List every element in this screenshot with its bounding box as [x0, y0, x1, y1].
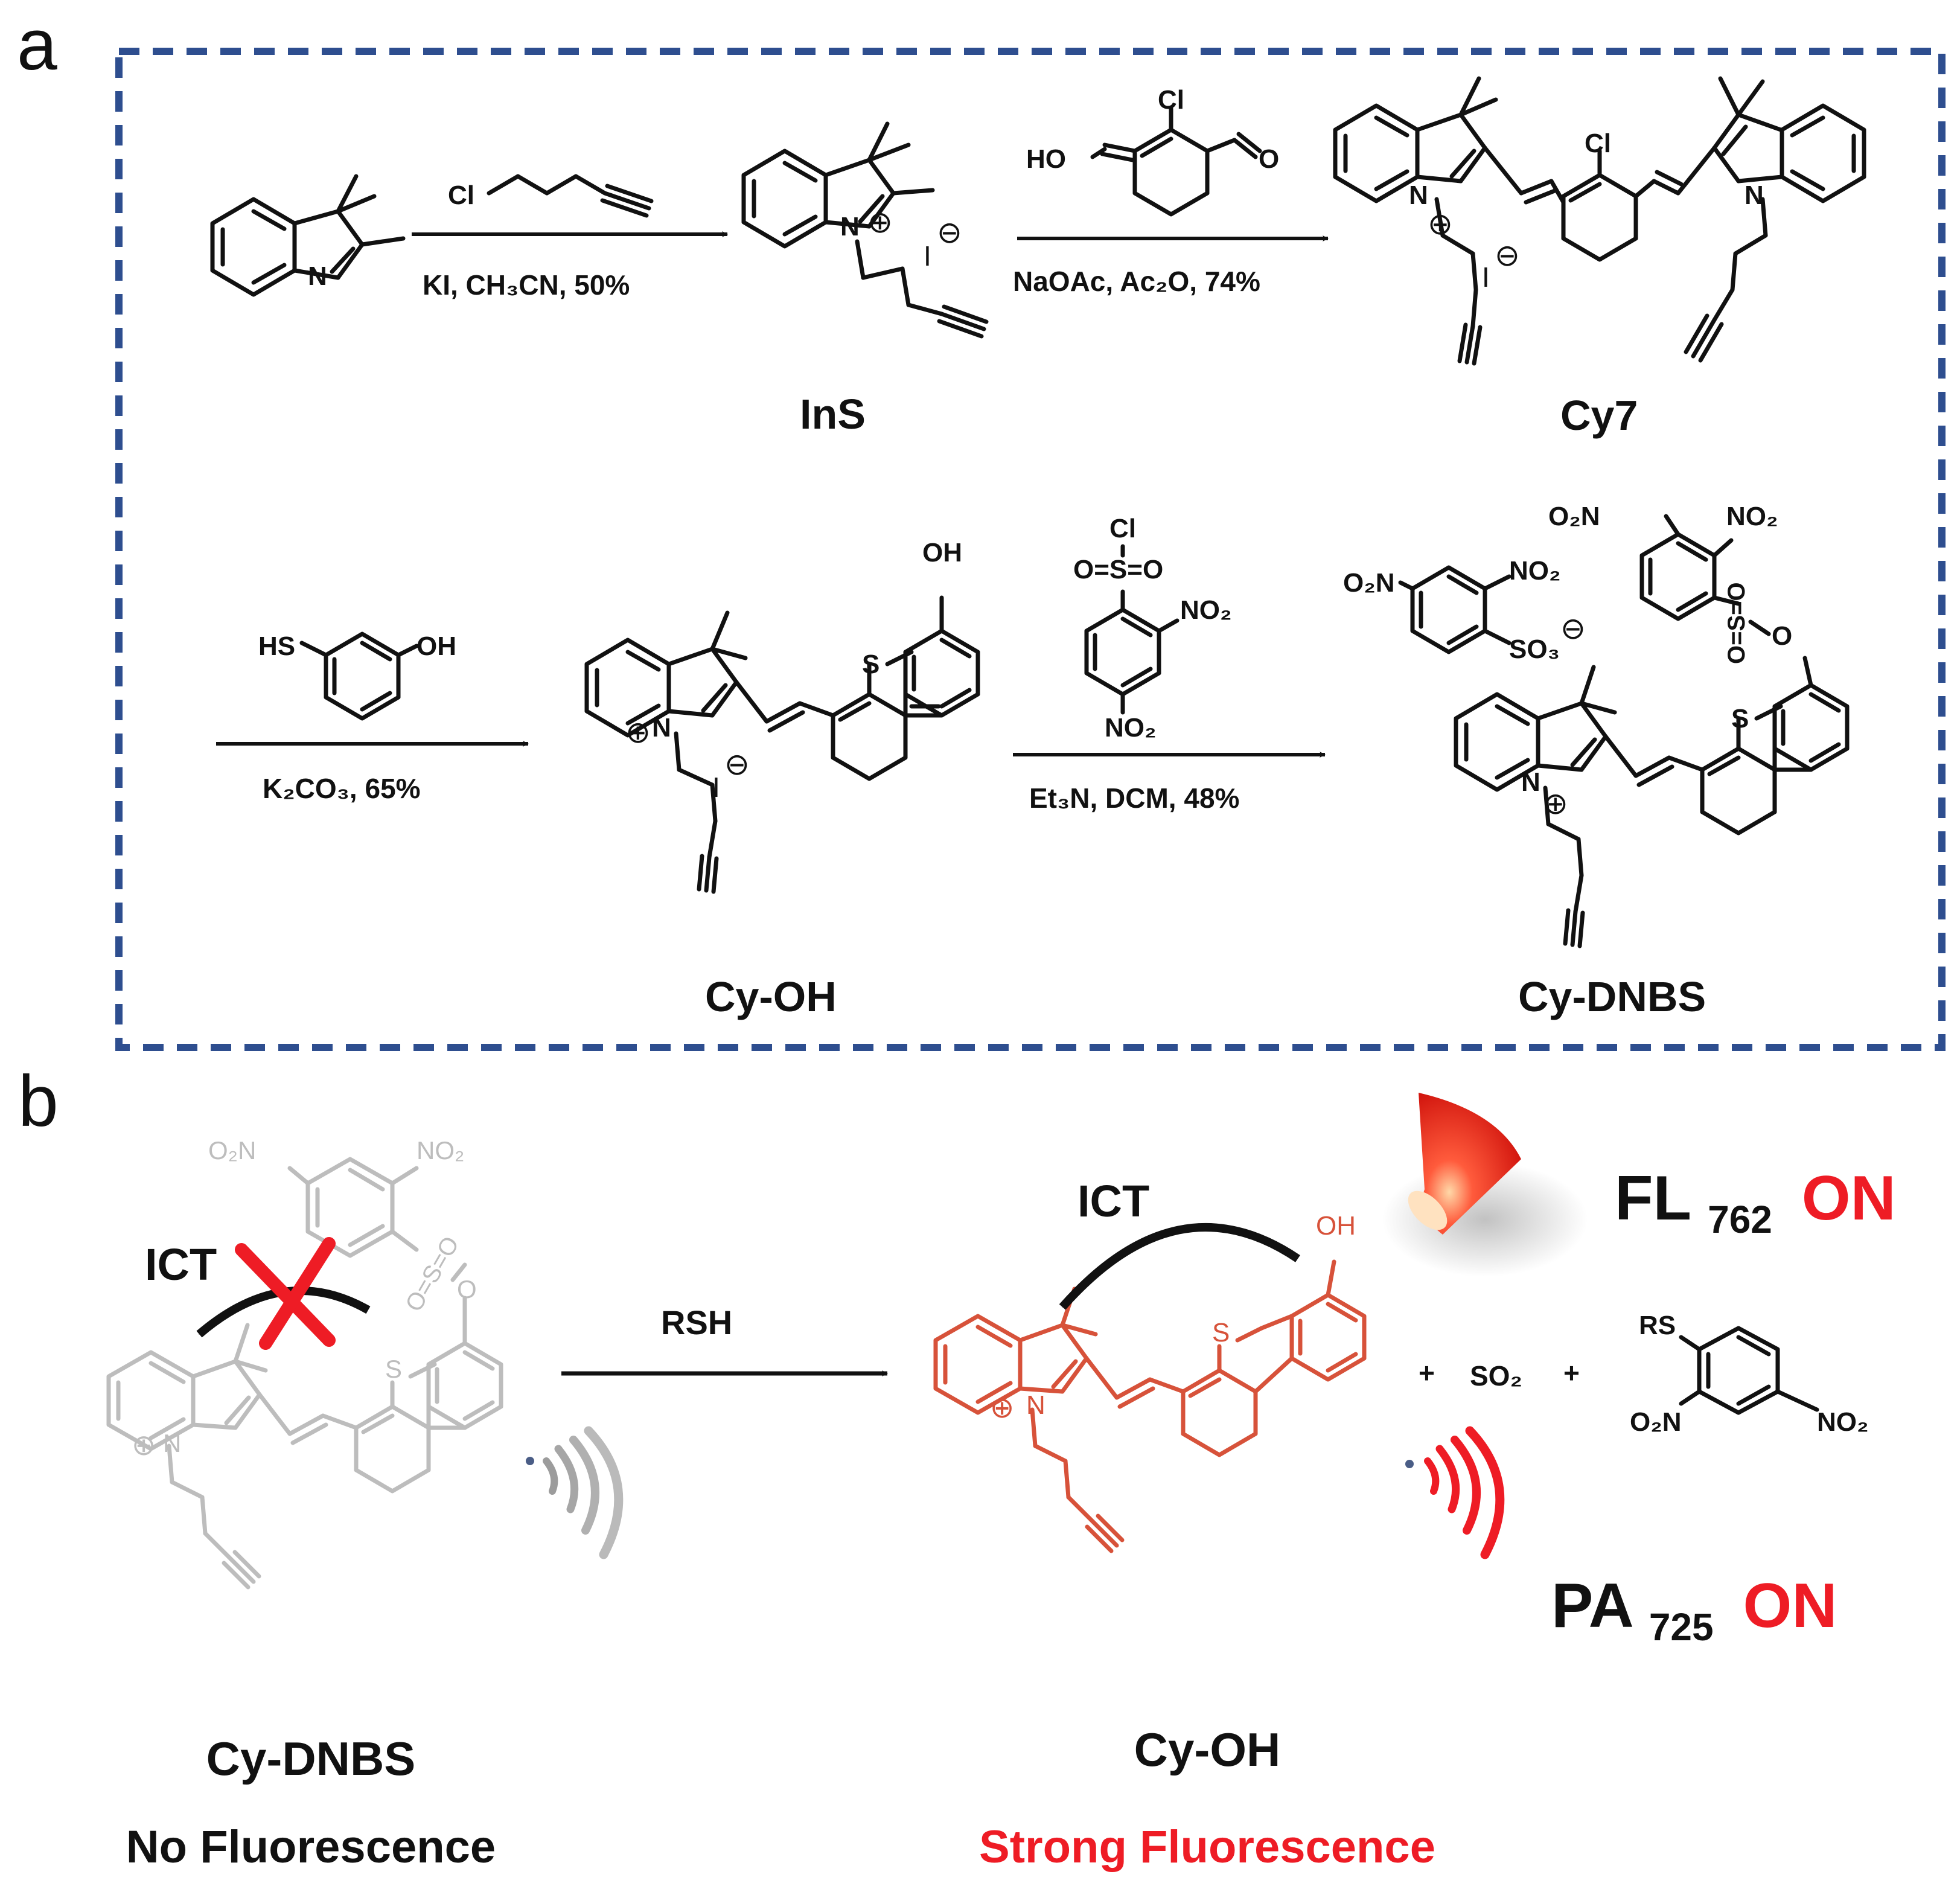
cy-dnbs-compound-label: Cy-DNBS — [1518, 973, 1706, 1020]
cy-dnbs-faded-n: N — [163, 1429, 181, 1457]
step4-reagent-no2-a: NO₂ — [1180, 595, 1232, 625]
step3-reagent-oh: OH — [417, 631, 456, 661]
cy-oh-n-atom: N — [652, 713, 671, 743]
step3-conditions: K₂CO₃, 65% — [263, 773, 421, 804]
step3-reagent-structure — [299, 631, 419, 721]
cy-dnbs-n-atom: N — [1521, 767, 1540, 797]
byproduct-no2: NO₂ — [1817, 1407, 1869, 1437]
ins-iodide: I — [924, 240, 931, 272]
step4-reagent-cl: Cl — [1109, 514, 1136, 543]
cy-dnbs-o2n-top: O₂N — [1548, 502, 1600, 531]
panel-b-label: b — [18, 1061, 59, 1142]
cy-dnbs-faded-structure — [106, 1157, 503, 1590]
rsh-label: RSH — [661, 1303, 732, 1341]
byproduct-o2n: O₂N — [1630, 1407, 1682, 1437]
byproduct-so2: SO₂ — [1470, 1360, 1522, 1392]
pa-state: ON — [1743, 1571, 1837, 1641]
cy-oh-product-structure — [933, 1259, 1367, 1553]
step1-reagent-cl: Cl — [448, 181, 474, 210]
cy-dnbs-faded-plus: ⊕ — [132, 1428, 156, 1462]
step1-reagent-structure — [487, 174, 654, 218]
pa-wavelength: 725 — [1649, 1605, 1714, 1649]
cy-dnbs-faded-o: O — [457, 1275, 477, 1303]
cy-oh-product-plus: ⊕ — [990, 1391, 1014, 1425]
cy-oh-minus-charge: ⊖ — [724, 747, 750, 782]
cy7-plus-charge: ⊕ — [1428, 206, 1453, 241]
cy-dnbs-minus-charge: ⊖ — [1560, 611, 1586, 646]
step3-reagent-sh: HS — [258, 631, 295, 661]
step4-conditions: Et₃N, DCM, 48% — [1029, 782, 1239, 814]
ins-compound-label: InS — [800, 391, 866, 438]
cy-dnbs-o2n-left: O₂N — [1343, 568, 1395, 598]
cy-dnbs-structure — [1398, 514, 1850, 948]
panel-a-frame — [115, 48, 1946, 1051]
cy-oh-s-atom: S — [862, 650, 879, 679]
left-ict-label: ICT — [145, 1239, 217, 1290]
right-compound-name: Cy-OH — [1134, 1723, 1281, 1776]
cy-dnbs-so3: SO₃ — [1509, 634, 1560, 664]
step1-conditions: KI, CH₃CN, 50% — [423, 269, 630, 301]
cy-oh-oh-group: OH — [922, 538, 962, 567]
blocked-cross-icon — [235, 1237, 336, 1350]
step2-reagent-cl: Cl — [1158, 85, 1184, 115]
cy7-iodide: I — [1482, 261, 1490, 293]
right-ict-label: ICT — [1077, 1176, 1149, 1226]
fl-readout: FL 762 ON — [1615, 1163, 1896, 1247]
step2-reagent-hydroxy: HO — [1026, 144, 1066, 174]
step2-reagent-oxo: O — [1259, 144, 1279, 174]
cy-dnbs-plus-charge: ⊕ — [1543, 786, 1568, 821]
cy-dnbs-sulfonate-ester: O=S=O — [1723, 582, 1750, 664]
cy-oh-iodide: I — [712, 772, 720, 803]
cy-dnbs-faded-no2: NO₂ — [417, 1136, 464, 1165]
cy-oh-product-oh: OH — [1316, 1211, 1356, 1241]
pa-readout: PA 725 ON — [1551, 1571, 1837, 1654]
cy-oh-compound-label: Cy-OH — [705, 973, 837, 1020]
pa-prefix: PA — [1551, 1571, 1633, 1641]
step2-conditions: NaOAc, Ac₂O, 74% — [1013, 266, 1260, 297]
cy7-compound-label: Cy7 — [1560, 392, 1638, 439]
byproduct-plus-1: + — [1419, 1357, 1435, 1389]
excitation-light-icon — [1382, 1093, 1588, 1277]
left-compound-name: Cy-DNBS — [206, 1732, 416, 1785]
ins-plus-charge: ⊕ — [867, 205, 893, 240]
panel-a-label: a — [17, 4, 57, 85]
cy-oh-plus-charge: ⊕ — [625, 715, 651, 750]
cy-dnbs-ester-o: O — [1772, 621, 1792, 651]
ins-n-atom: N — [840, 212, 860, 241]
faded-pa-waves-icon — [526, 1426, 624, 1559]
cy7-n-left-atom: N — [1409, 181, 1428, 210]
step4-reagent-no2-b: NO₂ — [1105, 713, 1157, 743]
right-fluorescence-status: Strong Fluorescence — [979, 1821, 1435, 1873]
cy-dnbs-faded-s: S — [385, 1355, 402, 1383]
right-ict-arrow — [1059, 1223, 1300, 1310]
cy-oh-structure — [584, 595, 980, 894]
byproduct-rs: RS — [1639, 1311, 1676, 1340]
start-material-n-atom: N — [308, 261, 327, 291]
ins-minus-charge: ⊖ — [937, 215, 962, 250]
cy-dnbs-faded-o2n: O₂N — [208, 1136, 256, 1165]
dinitrophenyl-sulfide-structure — [1679, 1326, 1819, 1415]
cy-dnbs-s-atom: S — [1731, 704, 1749, 734]
cy-dnbs-no2-left: NO₂ — [1509, 556, 1561, 586]
step4-reagent-sulfonyl: O=S=O — [1073, 555, 1163, 584]
cy7-structure — [1333, 76, 1866, 366]
cy7-minus-charge: ⊖ — [1495, 238, 1520, 273]
left-fluorescence-status: No Fluorescence — [126, 1821, 496, 1873]
cy7-cl-atom: Cl — [1585, 129, 1611, 158]
fl-wavelength: 762 — [1708, 1198, 1772, 1241]
cy-dnbs-no2-top: NO₂ — [1726, 502, 1778, 531]
start-material-structure — [210, 174, 406, 297]
byproduct-plus-2: + — [1563, 1357, 1580, 1389]
ins-structure — [741, 121, 989, 339]
cy-oh-product-n: N — [1026, 1390, 1045, 1420]
pa-waves-icon — [1405, 1426, 1505, 1559]
step2-reagent-structure — [1090, 106, 1262, 217]
fl-state: ON — [1802, 1163, 1896, 1233]
cy-oh-product-s: S — [1212, 1318, 1230, 1347]
cy7-n-right-atom: N — [1745, 181, 1764, 210]
fl-prefix: FL — [1615, 1163, 1690, 1233]
step4-reagent-structure — [1084, 544, 1180, 715]
